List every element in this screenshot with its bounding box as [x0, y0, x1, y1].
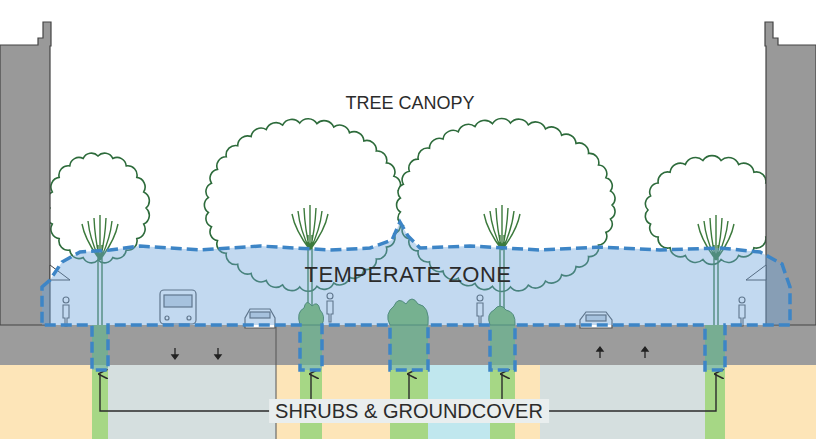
- zone-outline: [40, 218, 795, 376]
- canopy-label: TREE CANOPY: [339, 93, 480, 115]
- zone-label: TEMPERATE ZONE: [304, 262, 511, 288]
- soil-bands: [0, 365, 816, 439]
- zone-shape: [42, 222, 790, 370]
- shrubs-label: SHRUBS & GROUNDCOVER: [269, 399, 549, 423]
- temperate-zone: TEMPERATE ZONE: [40, 218, 795, 376]
